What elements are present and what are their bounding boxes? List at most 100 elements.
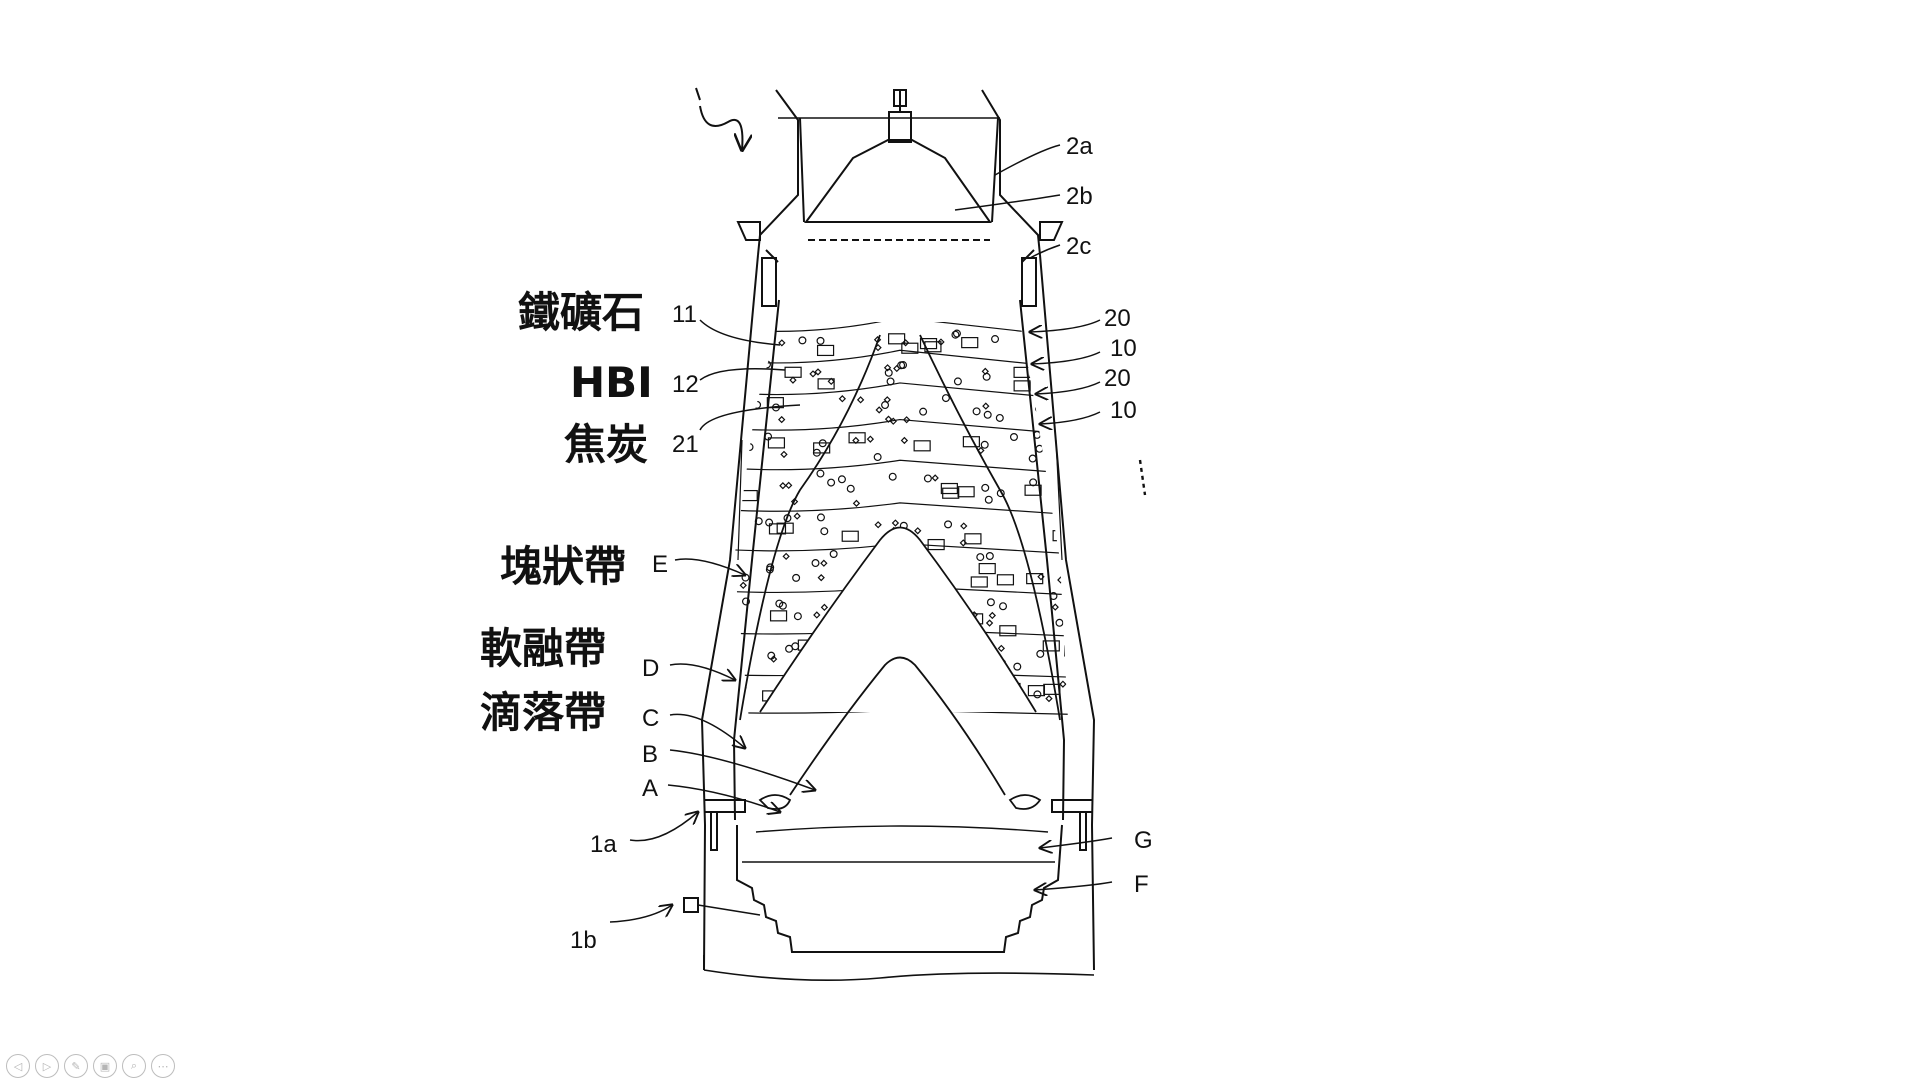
ore-particle [1051,334,1060,343]
ore-particle [762,360,771,369]
ore-particle [792,573,801,582]
top-arrow [699,105,742,150]
hbi-particle [813,442,831,454]
ore-particle [741,597,750,606]
next-icon[interactable]: ▷ [35,1054,59,1078]
ore-particle [951,330,960,339]
coke-particle [754,349,763,357]
ore-particle [897,361,906,370]
coke-particle [820,603,829,612]
tuyere-left [704,799,746,813]
coke-particle [1057,380,1066,389]
zoom-icon[interactable]: ⌕ [122,1054,146,1078]
coke-particle [838,395,847,403]
coke-particle [931,474,939,482]
hbi-particle [942,487,960,499]
label-iron-ore: 鐵礦石 [518,288,645,337]
coke-particle [988,611,997,620]
label-hbi: HBI [570,358,653,407]
coke-particle [778,339,786,347]
ore-particle [778,601,787,610]
ore-particle [923,474,932,483]
coke-particle [875,406,883,414]
coke-particle [960,522,968,530]
ore-particle [753,400,762,409]
burden-layer-boundary [734,382,1068,403]
ref-11: 11 [672,301,697,328]
ref-2c: 2c [1066,233,1091,260]
ore-particle [972,407,981,416]
coke-particle [900,436,909,445]
coke-particle [813,611,821,619]
ore-particle [1013,662,1022,671]
ref-E: E [652,551,668,578]
throat-right [981,89,1041,256]
coke-particle [814,368,822,376]
burden-layer-boundary [734,459,1068,477]
coke-particle [891,519,900,527]
coke-particle [901,339,910,347]
bracket-left [736,221,761,241]
ore-particle [837,475,846,484]
ore-particle [873,453,882,462]
coke-particle [883,364,892,372]
ore-particle [985,552,994,561]
ref-D: D [642,655,659,682]
coke-particle [852,499,861,507]
coke-particle [982,402,990,410]
ref-C: C [642,705,659,732]
coke-particle [997,644,1006,653]
tuyere-right [1051,799,1092,813]
coke-particle [780,450,788,459]
coke-particle [789,376,797,384]
ore-particle [846,484,855,493]
reference-numbers: 2a 2b 2c 11 12 21 20 10 20 10 E D C B A … [570,133,1153,954]
hbi-particle [767,437,786,449]
ref-G: G [1134,827,1153,854]
hbi-particle [927,538,945,551]
ore-particle [881,401,890,410]
coke-particle [827,377,835,386]
shell-right-outer [1039,254,1096,971]
burden-layer-boundary [734,349,1068,372]
hbi-particle [961,337,979,349]
lining-right [1019,299,1066,821]
coke-particle [1045,694,1053,703]
more-icon[interactable]: ⋯ [151,1054,175,1078]
dripping-cone [789,656,1006,796]
hbi-particle [1064,645,1068,657]
ref-B: B [642,741,658,768]
label-cohesive-zone: 軟融帶 [480,624,607,673]
coke-particle [852,436,860,445]
hbi-particle [1043,683,1061,695]
coke-particle [739,581,747,590]
hbi-particle [766,397,784,409]
ore-particle [820,527,829,536]
ore-particle [941,394,950,403]
coke-particle [889,417,897,425]
lining-left [732,299,780,821]
ore-particle [1036,649,1045,658]
hbi-particle [1013,380,1031,392]
pen-icon[interactable]: ✎ [64,1054,88,1078]
ore-particle [991,335,1000,344]
label-dripping-zone: 滴落帶 [480,688,607,737]
prev-icon[interactable]: ◁ [6,1054,30,1078]
hbi-particle [913,440,931,452]
coke-particle [914,527,922,535]
slides-icon[interactable]: ▣ [93,1054,117,1078]
hbi-particle [769,610,788,622]
ore-particle [816,513,825,522]
ref-20-lower: 20 [1104,365,1131,392]
coke-particle [1051,603,1059,611]
burden-layer-boundary [734,322,1068,341]
ore-particle [982,372,991,381]
ore-particle [1028,454,1037,463]
ore-particle [1027,337,1036,346]
ref-F: F [1134,871,1149,898]
coke-particle [874,521,882,529]
coke-particle [1066,536,1068,544]
hbi-particle [888,333,906,345]
coke-particle [884,415,893,423]
bell-hopper [799,117,999,223]
